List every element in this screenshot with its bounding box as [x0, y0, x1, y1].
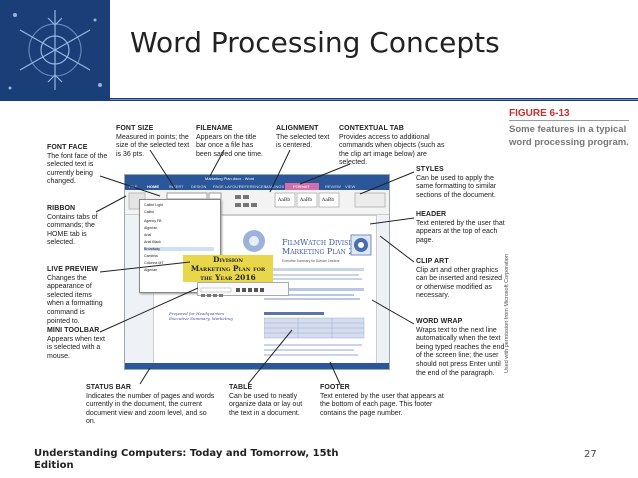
callout-status-bar: STATUS BAR Indicates the number of pages…	[86, 384, 218, 427]
status-bar	[125, 363, 389, 369]
callout-font-face: FONT FACE The font face of the selected …	[47, 144, 109, 187]
callout-title: WORD WRAP	[416, 318, 463, 325]
callout-text: Changes the appearance of selected items…	[47, 274, 103, 325]
callout-contextual-tab: CONTEXTUAL TAB Provides access to additi…	[339, 125, 451, 168]
title-rule-thin	[110, 99, 638, 100]
callout-mini-toolbar: MINI TOOLBAR Appears when text is select…	[47, 327, 107, 361]
tab-references[interactable]: REFERENCES	[239, 184, 267, 189]
callout-live-preview: LIVE PREVIEW Changes the appearance of s…	[47, 266, 109, 326]
callout-title: FILENAME	[196, 125, 233, 132]
callout-text: Contains tabs of commands; the HOME tab …	[47, 213, 98, 247]
note-line-2: Executive Summary, Marketing	[169, 316, 233, 321]
tab-home[interactable]: HOME	[147, 184, 159, 189]
contextual-tab[interactable]: FORMAT	[285, 183, 319, 190]
document-body-text-icon	[264, 268, 365, 356]
callout-table: TABLE Can be used to neatly organize dat…	[229, 384, 311, 418]
document-note: Prepared for Headquarters Executive Summ…	[169, 311, 233, 321]
tab-file[interactable]: FILE	[129, 184, 138, 189]
live-preview-text: Division Marketing Plan for the Year 201…	[183, 255, 273, 282]
clip-art-icon[interactable]	[350, 234, 372, 256]
callout-word-wrap: WORD WRAP Wraps text to the next line au…	[416, 318, 506, 378]
callout-text: Text entered by the user that appears at…	[416, 219, 505, 244]
callout-filename: FILENAME Appears on the title bar once a…	[196, 125, 268, 159]
callout-text: Measured in points; the size of the sele…	[116, 133, 190, 158]
callout-alignment: ALIGNMENT The selected text is centered.	[276, 125, 332, 151]
callout-footer: FOOTER Text entered by the user that app…	[320, 384, 448, 418]
word-window-screenshot: Marketing Plan.docx - Word FILE HOME INS…	[124, 174, 390, 370]
callout-text: Appears when text is selected with a mou…	[47, 335, 105, 360]
font-option-hovered[interactable]: Broadway	[144, 247, 214, 251]
clip-art-camera-icon	[243, 230, 265, 252]
window-title: Marketing Plan.docx - Word	[205, 176, 255, 181]
slide-title: Word Processing Concepts	[130, 26, 500, 59]
header-line-1: FilmWatch Division	[282, 238, 361, 247]
callout-text: Appears on the title bar once a file has…	[196, 133, 263, 158]
ribbon-tabs: FILE HOME INSERT DESIGN PAGE LAYOUT REFE…	[125, 183, 389, 190]
tab-page-layout[interactable]: PAGE LAYOUT	[213, 184, 241, 189]
font-option[interactable]: Calibri	[144, 210, 155, 214]
callout-font-size: FONT SIZE Measured in points; the size o…	[116, 125, 194, 159]
callout-text: The selected text is centered.	[276, 133, 330, 150]
callout-text: The font face of the selected text is cu…	[47, 152, 108, 186]
callout-text: Text entered by the user that appears at…	[320, 392, 444, 417]
font-option[interactable]: Arial	[144, 233, 152, 237]
font-option[interactable]: Arial Black	[144, 240, 161, 244]
font-option[interactable]: Agency FB	[144, 219, 162, 223]
page-number: 27	[584, 449, 597, 460]
font-option[interactable]: Cambria	[144, 254, 158, 258]
callout-title: FOOTER	[320, 384, 350, 391]
figure-caption: Some features in a typical word processi…	[509, 124, 629, 148]
mini-toolbar[interactable]	[197, 282, 289, 297]
svg-text:AaBb: AaBb	[277, 197, 290, 203]
title-bar: Marketing Plan.docx - Word	[125, 175, 389, 183]
font-gallery-dropdown[interactable]: Calibri Light Calibri Agency FB Algerian…	[139, 199, 221, 293]
callout-text: Indicates the number of pages and words …	[86, 392, 215, 426]
tab-format[interactable]: FORMAT	[293, 184, 310, 189]
callout-title: CLIP ART	[416, 258, 449, 265]
callout-text: Can be used to apply the same formatting…	[416, 174, 497, 199]
font-option[interactable]: Algerian	[144, 268, 158, 272]
header-subtitle: Executive Summary for Division Leaders	[282, 259, 340, 263]
figure-caption-block: FIGURE 6-13 Some features in a typical w…	[509, 108, 629, 149]
tab-review[interactable]: REVIEW	[325, 184, 341, 189]
callout-title: FONT FACE	[47, 144, 88, 151]
callout-title: LIVE PREVIEW	[47, 266, 98, 273]
callout-clip-art: CLIP ART Clip art and other graphics can…	[416, 258, 508, 301]
callout-text: Can be used to neatly organize data or l…	[229, 392, 303, 417]
mini-toolbar-buttons-icon	[200, 287, 264, 297]
callout-title: MINI TOOLBAR	[47, 327, 100, 334]
document-header: FilmWatch Division Marketing Plan 2016	[282, 238, 369, 256]
font-option[interactable]: Calibri Light	[144, 203, 163, 207]
callout-title: RIBBON	[47, 205, 76, 212]
snowflake-icon	[0, 0, 110, 100]
callout-title: STYLES	[416, 166, 444, 173]
callout-text: Provides access to additional commands w…	[339, 133, 445, 167]
callout-ribbon: RIBBON Contains tabs of commands; the HO…	[47, 205, 107, 248]
tab-view[interactable]: VIEW	[345, 184, 356, 189]
header-line-2: Marketing Plan 2016	[282, 247, 369, 256]
tab-mailings[interactable]: MAILINGS	[265, 184, 285, 189]
callout-title: ALIGNMENT	[276, 125, 319, 132]
callout-title: FONT SIZE	[116, 125, 154, 132]
tab-design[interactable]: DESIGN	[191, 184, 207, 189]
callout-styles: STYLES Can be used to apply the same for…	[416, 166, 508, 200]
callout-title: TABLE	[229, 384, 253, 391]
font-option[interactable]: Algerian	[144, 226, 158, 230]
callout-text: Wraps text to the next line automaticall…	[416, 326, 505, 377]
decorative-banner	[0, 0, 110, 100]
callout-title: CONTEXTUAL TAB	[339, 125, 404, 132]
preview-line-2: Marketing Plan for	[190, 264, 266, 273]
slide-footer: Understanding Computers: Today and Tomor…	[34, 448, 339, 471]
callout-title: STATUS BAR	[86, 384, 132, 391]
figure-number: FIGURE 6-13	[509, 108, 629, 121]
callout-title: HEADER	[416, 211, 447, 218]
preview-line-1: Division	[213, 255, 243, 264]
preview-line-3: the Year 2016	[200, 273, 256, 282]
tab-insert[interactable]: INSERT	[169, 184, 184, 189]
font-option[interactable]: Colonna MT	[144, 261, 164, 265]
svg-text:AaBb: AaBb	[299, 197, 312, 203]
callout-header: HEADER Text entered by the user that app…	[416, 211, 510, 245]
svg-text:AaBb: AaBb	[321, 197, 334, 203]
callout-text: Clip art and other graphics can be inser…	[416, 266, 502, 300]
